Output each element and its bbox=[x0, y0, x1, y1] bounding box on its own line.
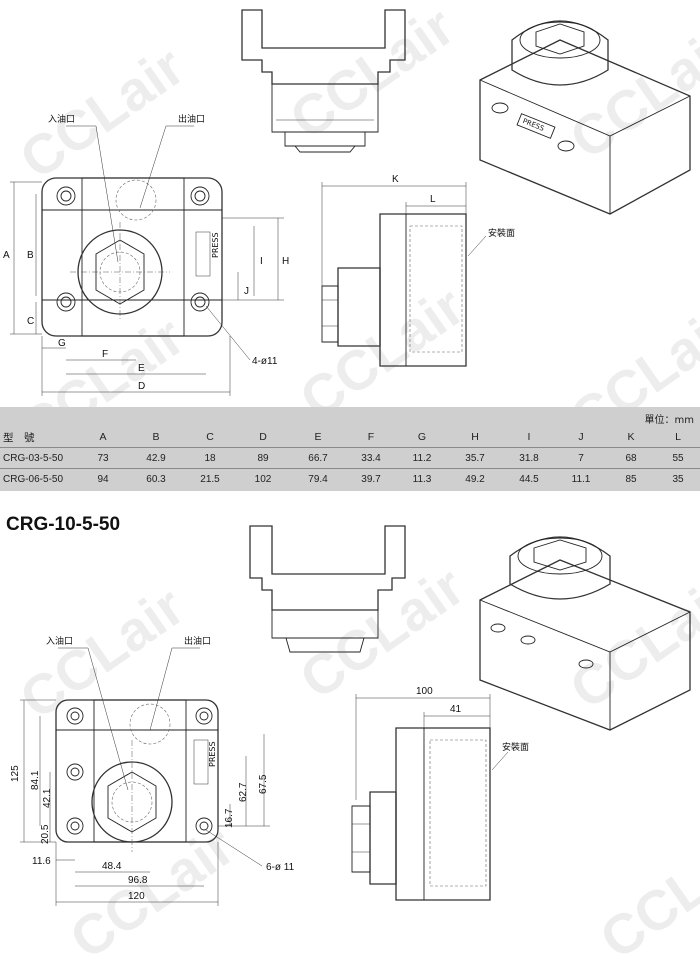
bottom-isometric-view bbox=[479, 536, 691, 731]
header-cell: B bbox=[152, 431, 160, 443]
header-cell: G bbox=[417, 431, 427, 443]
dim-f: F bbox=[102, 349, 108, 360]
table-cell: 102 bbox=[254, 473, 272, 485]
header-cell: H bbox=[471, 431, 479, 443]
header-cell: K bbox=[627, 431, 635, 443]
dim-16: 16.7 bbox=[224, 808, 235, 828]
bottom-front-view: PRESS 入油口 出油口 125 84.1 42.1 20.5 67.5 62… bbox=[10, 635, 295, 906]
header-cell: I bbox=[527, 431, 531, 443]
table-cell: 73 bbox=[97, 452, 109, 464]
table-cell: 7 bbox=[578, 452, 584, 464]
header-cell: L bbox=[675, 431, 681, 443]
table-cell: 39.7 bbox=[361, 473, 381, 485]
table-cell: 79.4 bbox=[308, 473, 328, 485]
table-cell: 11.3 bbox=[412, 473, 432, 485]
table-cell: 66.7 bbox=[308, 452, 328, 464]
dim-i: I bbox=[260, 256, 263, 267]
mount-face-label-2: 安裝面 bbox=[502, 741, 529, 753]
dim-67: 67.5 bbox=[258, 774, 269, 794]
table-cell: 89 bbox=[257, 452, 269, 464]
table-cell: 49.2 bbox=[465, 473, 485, 485]
dim-11: 11.6 bbox=[32, 856, 51, 867]
model-title: CRG-10-5-50 bbox=[6, 514, 121, 535]
table-cell: 94 bbox=[97, 473, 109, 485]
press-mark: PRESS bbox=[208, 741, 217, 767]
table-cell: 55 bbox=[672, 452, 684, 464]
holes-label-2: 6-ø 11 bbox=[266, 862, 295, 873]
holes-label: 4-ø11 bbox=[252, 356, 278, 367]
isometric-view: PRESS bbox=[479, 20, 691, 215]
outlet-label: 出油口 bbox=[178, 113, 205, 125]
dim-j: J bbox=[244, 286, 249, 297]
dim-b: B bbox=[27, 250, 34, 261]
dim-k: K bbox=[392, 174, 399, 185]
side-view: K L 安裝面 bbox=[321, 174, 515, 367]
dim-l: L bbox=[430, 194, 436, 205]
bottom-side-view: 100 41 安裝面 bbox=[351, 686, 529, 901]
dim-125: 125 bbox=[10, 765, 21, 782]
dim-42: 42.1 bbox=[42, 788, 53, 808]
dim-h: H bbox=[282, 256, 289, 267]
table-cell: 68 bbox=[625, 452, 637, 464]
table-cell: 33.4 bbox=[361, 452, 381, 464]
spec-table-band bbox=[0, 407, 700, 491]
table-cell: 44.5 bbox=[519, 473, 539, 485]
table-cell: 18 bbox=[204, 452, 216, 464]
dim-e: E bbox=[138, 363, 145, 374]
table-cell: 35 bbox=[672, 473, 684, 485]
table-cell: 42.9 bbox=[146, 452, 166, 464]
table-row: CRG-03-5-50 73 42.9 18 89 66.7 33.4 11.2… bbox=[0, 447, 700, 469]
header-cell: C bbox=[206, 431, 214, 443]
bottom-elevation-view bbox=[249, 525, 406, 653]
header-cell: D bbox=[259, 431, 267, 443]
dim-41: 41 bbox=[450, 704, 462, 715]
dim-120: 120 bbox=[128, 891, 145, 902]
table-header-row: 型 號 A B C D E F G H I J K L bbox=[0, 427, 700, 448]
table-cell: 21.5 bbox=[200, 473, 220, 485]
table-cell: 35.7 bbox=[465, 452, 485, 464]
inlet-label: 入油口 bbox=[48, 113, 75, 125]
table-cell: 60.3 bbox=[146, 473, 166, 485]
table-cell: CRG-06-5-50 bbox=[3, 473, 64, 485]
dim-a: A bbox=[3, 250, 10, 261]
mount-face-label: 安裝面 bbox=[488, 227, 515, 239]
table-cell: 11.2 bbox=[412, 452, 432, 464]
unit-label: 單位：mm bbox=[644, 415, 694, 426]
header-cell: E bbox=[314, 431, 322, 443]
dim-62: 62.7 bbox=[238, 782, 249, 802]
dim-c: C bbox=[27, 316, 34, 327]
header-cell: 型 號 bbox=[3, 431, 35, 444]
dim-48: 48.4 bbox=[102, 861, 122, 872]
header-cell: A bbox=[99, 431, 107, 443]
header-cell: J bbox=[578, 431, 584, 443]
table-cell: CRG-03-5-50 bbox=[3, 452, 64, 464]
header-cell: F bbox=[367, 431, 375, 443]
table-cell: 31.8 bbox=[519, 452, 539, 464]
technical-drawing: PRESS PRESS 入油口 出油口 A B C bbox=[3, 9, 691, 906]
dim-g: G bbox=[58, 338, 66, 349]
dim-20: 20.5 bbox=[40, 824, 51, 844]
dim-96: 96.8 bbox=[128, 875, 148, 886]
inlet-label-2: 入油口 bbox=[46, 635, 73, 647]
dim-84: 84.1 bbox=[30, 770, 41, 790]
press-mark: PRESS bbox=[211, 232, 220, 258]
spec-table: 型 號 A B C D E F G H I J K L CRG-03-5-50 … bbox=[0, 427, 700, 489]
table-cell: 11.1 bbox=[571, 473, 591, 485]
dim-100: 100 bbox=[416, 686, 433, 697]
outlet-label-2: 出油口 bbox=[184, 635, 211, 647]
table-row: CRG-06-5-50 94 60.3 21.5 102 79.4 39.7 1… bbox=[0, 468, 700, 490]
table-cell: 85 bbox=[625, 473, 637, 485]
front-view: PRESS 入油口 出油口 A B C H I J G F E D bbox=[3, 113, 289, 396]
press-mark: PRESS bbox=[522, 117, 546, 133]
dim-d: D bbox=[138, 381, 145, 392]
top-elevation-view bbox=[241, 9, 406, 153]
